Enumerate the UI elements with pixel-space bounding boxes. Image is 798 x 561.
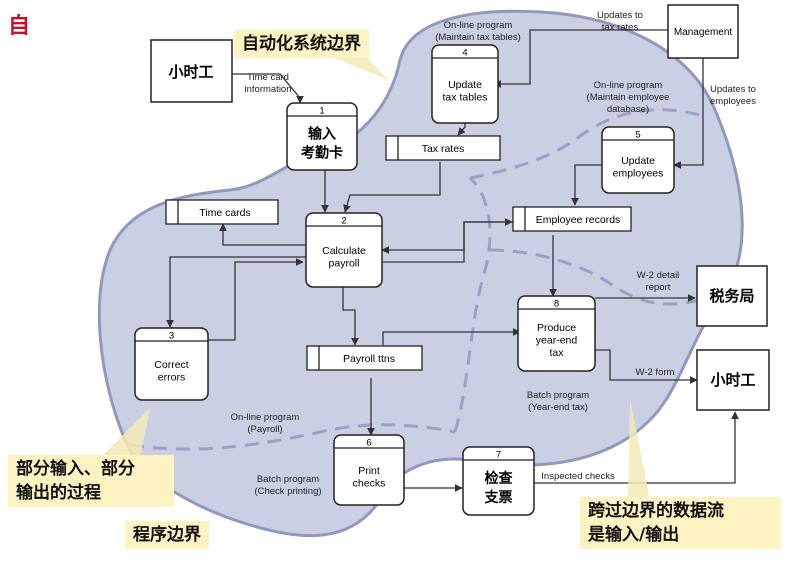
region-online-employee-3: database) <box>607 104 649 115</box>
store-tax-rates <box>385 135 501 161</box>
process-number: 4 <box>462 48 467 59</box>
process-label-line: 考勤卡 <box>301 144 343 160</box>
region-batch-check-1: Batch program <box>257 474 319 485</box>
process-number: 1 <box>319 106 324 117</box>
process-box <box>305 212 383 288</box>
region-batch-yearend-1: Batch program <box>527 390 589 401</box>
region-online-payroll-1: On-line program <box>231 412 300 423</box>
flow-label-w2-detail-2: report <box>646 282 671 293</box>
process-box <box>601 126 675 194</box>
region-labels: On-line program (Maintain tax tables) On… <box>231 20 670 497</box>
region-online-payroll-2: (Payroll) <box>247 424 282 435</box>
flow-labels: Time card information Updates to tax rat… <box>245 10 757 482</box>
process-number: 5 <box>635 130 640 141</box>
region-online-employee-2: (Maintain employee <box>587 92 670 103</box>
program-boundary-lines <box>129 108 701 451</box>
process-number: 2 <box>341 216 346 227</box>
process-label-line: Produce <box>537 322 576 334</box>
store-payroll-ttns-label: Payroll ttns <box>343 353 395 365</box>
process-label-line: errors <box>158 371 185 383</box>
region-batch-check-2: (Check printing) <box>254 486 321 497</box>
entity-management <box>667 4 739 59</box>
callout-pointers <box>100 56 650 500</box>
flow-label-updates-emp-2: employees <box>710 96 756 107</box>
process-label-line: payroll <box>329 257 360 269</box>
entity-management-label: Management <box>674 27 733 38</box>
process-box <box>333 434 405 506</box>
process-label-line: 检查 <box>485 470 514 486</box>
flow-connectors <box>166 29 739 492</box>
process-label-line: Correct <box>154 359 189 371</box>
process-box <box>462 446 535 516</box>
region-online-tax-2: (Maintain tax tables) <box>435 32 521 43</box>
store-tax-rates-label: Tax rates <box>422 143 465 155</box>
flow-label-updates-emp-1: Updates to <box>710 84 756 95</box>
data-stores <box>165 135 632 371</box>
entity-tax-bureau <box>696 265 768 327</box>
process-label-line: Update <box>621 155 655 167</box>
flow-label-inspected-checks: Inspected checks <box>541 471 615 482</box>
region-online-employee-1: On-line program <box>594 80 663 91</box>
entity-hourly-worker-top <box>150 39 233 103</box>
process-box <box>431 44 499 124</box>
corner-mark: 自 <box>8 13 31 39</box>
callout-partial-io: 部分输入、部分 输出的过程 <box>8 455 174 507</box>
process-label-line: Update <box>448 79 482 91</box>
process-number: 8 <box>554 299 559 310</box>
callout-crossing-line-2: 是输入/输出 <box>588 525 680 545</box>
process-number: 6 <box>366 438 371 449</box>
entity-hourly-worker-top-label: 小时工 <box>168 64 213 81</box>
store-time-cards-label: Time cards <box>199 207 251 219</box>
flow-label-w2-detail-1: W-2 detail <box>637 270 680 281</box>
flow-label-updates-tax-2: tax rates <box>602 22 639 33</box>
process-label-line: Calculate <box>322 245 366 257</box>
store-employee-records-label: Employee records <box>536 214 621 226</box>
flow-label-time-card-2: information <box>245 84 292 95</box>
process-number: 3 <box>169 331 174 342</box>
process-box <box>286 102 358 171</box>
callout-partial-line-2: 输出的过程 <box>16 483 101 503</box>
store-time-cards <box>165 199 279 225</box>
callout-crossing-io: 跨过边界的数据流 是输入/输出 <box>580 497 781 549</box>
external-entities <box>150 4 770 411</box>
flow-label-w2-form: W-2 form <box>636 367 675 378</box>
process-box <box>134 327 209 401</box>
entity-tax-bureau-label: 税务局 <box>709 287 754 305</box>
region-batch-yearend-2: (Year-end tax) <box>528 402 588 413</box>
flow-label-time-card-1: Time card <box>247 72 289 83</box>
process-number: 7 <box>496 450 501 461</box>
store-employee-records <box>512 206 632 232</box>
entity-hourly-worker-right-label: 小时工 <box>710 372 755 389</box>
process-label-line: 输入 <box>308 125 336 141</box>
process-label-line: 支票 <box>484 489 513 505</box>
process-label-line: tax <box>549 347 564 359</box>
process-label-line: employees <box>613 167 664 179</box>
process-label-line: tax tables <box>443 91 488 103</box>
callout-system-boundary: 自动化系统边界 <box>234 30 369 58</box>
process-box <box>517 295 596 372</box>
process-label-line: checks <box>353 477 386 489</box>
callout-partial-line-1: 部分输入、部分 <box>16 459 135 479</box>
entity-hourly-worker-right <box>696 349 770 411</box>
store-payroll-ttns <box>306 345 423 371</box>
callout-program-boundary: 程序边界 <box>125 521 209 549</box>
process-label-line: year-end <box>536 335 578 347</box>
region-online-tax-1: On-line program <box>444 20 513 31</box>
callout-crossing-line-1: 跨过边界的数据流 <box>588 501 724 521</box>
flow-label-updates-tax-1: Updates to <box>597 10 643 21</box>
process-label-line: Print <box>358 465 380 477</box>
